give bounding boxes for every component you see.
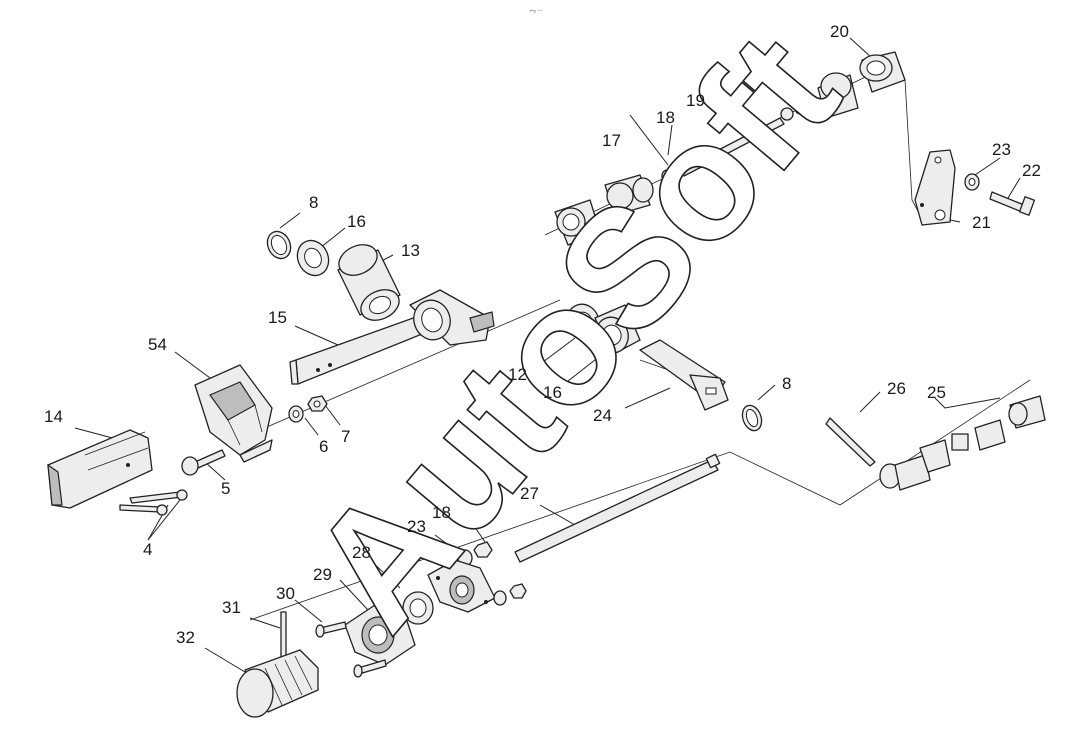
label-part-18-upper: 18: [656, 108, 675, 127]
top-mark: ⌐ₒ ∙∙∙: [530, 8, 542, 14]
part-27-shaft: [514, 453, 721, 563]
part-16-washer-upper: [296, 239, 330, 277]
part-26-spring: [825, 417, 876, 467]
part-12-shaft-arm: [409, 289, 495, 346]
part-14-pedal-pad: [47, 429, 153, 509]
label-part-16-lower: 16: [543, 383, 562, 402]
label-part-8-upper: 8: [309, 193, 318, 212]
part-13-bushing: [337, 244, 401, 321]
part-24-shaft: [639, 339, 729, 411]
label-part-13: 13: [401, 241, 420, 260]
label-part-7: 7: [341, 427, 350, 446]
part-17-sleeve: [554, 174, 654, 246]
label-part-8-lower: 8: [782, 374, 791, 393]
label-part-5: 5: [221, 479, 230, 498]
part-15-lever: [289, 311, 433, 385]
label-part-27: 27: [520, 484, 539, 503]
part-32-knob: [236, 649, 319, 718]
part-28-small-nuts: [493, 583, 527, 606]
part-6-washer: [288, 405, 304, 423]
label-part-25: 25: [927, 383, 946, 402]
label-part-12: 12: [508, 365, 527, 384]
label-part-29: 29: [313, 565, 332, 584]
part-4-screws: [119, 489, 188, 516]
part-29-flange: [344, 604, 416, 666]
part-19-rod: [679, 101, 806, 177]
label-part-20: 20: [830, 22, 849, 41]
part-54-bracket: [194, 364, 273, 463]
label-part-54: 54: [148, 335, 167, 354]
part-28-bushing: [402, 591, 434, 625]
label-part-18-lower: 18: [432, 503, 451, 522]
label-part-19: 19: [686, 91, 705, 110]
watermark-text: AutoSoft: [274, 0, 874, 663]
label-part-32: 32: [176, 628, 195, 647]
label-part-30: 30: [276, 584, 295, 603]
label-part-31: 31: [222, 598, 241, 617]
label-part-23-lower: 23: [407, 517, 426, 536]
label-part-14: 14: [44, 407, 63, 426]
label-part-15: 15: [268, 308, 287, 327]
label-part-28: 28: [352, 543, 371, 562]
label-part-6: 6: [319, 437, 328, 456]
callout-labels: 4 5 6 7 8 8 12 13 14 15 16 16 17 18 18 1…: [44, 22, 1041, 647]
part-8-circlip-lower: [741, 404, 763, 432]
label-part-21: 21: [972, 213, 991, 232]
label-part-16-upper: 16: [347, 212, 366, 231]
part-22-bolt: [989, 191, 1036, 216]
part-30-screws: [315, 621, 387, 678]
label-part-22: 22: [1022, 161, 1041, 180]
part-18-nut-lower: [473, 541, 493, 558]
part-5-bolt: [181, 449, 226, 476]
label-part-23-right: 23: [992, 140, 1011, 159]
part-23-washer-right: [964, 173, 980, 191]
label-part-17: 17: [602, 131, 621, 150]
part-25-linkage: [879, 395, 1046, 491]
part-18-nut-upper: [661, 169, 673, 183]
label-part-4: 4: [143, 540, 152, 559]
part-16-sleeve-right: [566, 303, 641, 356]
part-7-nut: [307, 395, 328, 412]
label-part-24: 24: [593, 406, 612, 425]
part-8-circlip-upper: [266, 230, 292, 260]
part-21-plate: [914, 149, 956, 226]
part-20-sleeve: [817, 51, 906, 119]
label-part-26: 26: [887, 379, 906, 398]
